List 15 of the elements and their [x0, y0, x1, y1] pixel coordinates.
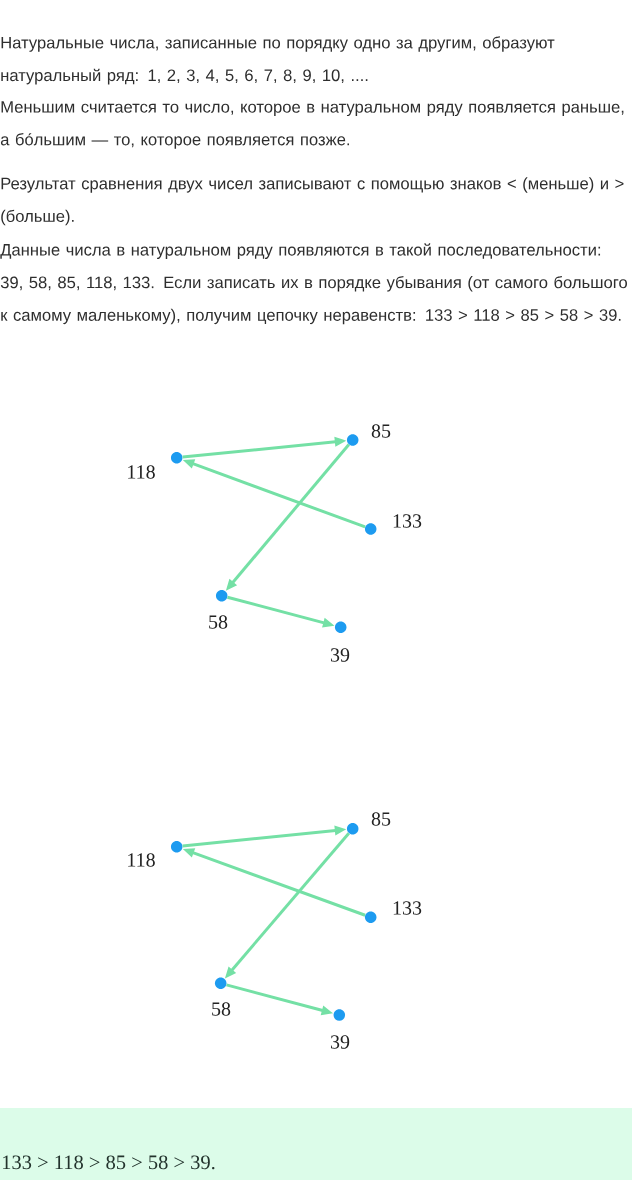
highlight-band: 133 > 118 > 85 > 58 > 39.: [0, 1108, 632, 1180]
number-label: 39: [330, 1035, 350, 1049]
number-label: 58: [209, 615, 228, 629]
number-label: 133: [393, 514, 422, 528]
number-label: 39: [330, 648, 350, 662]
body-text: Результат сравнения двух чисел записывают с помощью знаков < (меньше) и > (больше).: [1, 177, 624, 226]
body-text: Натуральные числа, записанные по порядку одно за другим, образуют натуральный ряд: 1, 2, 3, 4, 5, 6, 7, 8, 9, 10, ....: [1, 36, 555, 85]
number-label: 58: [212, 1002, 231, 1016]
body-text: Данные числа в натуральном ряду появляются в такой последовательности: 39, 58, 85, 118, 133. Если записать их в порядке убывания (от самого большого к самому маленькому), получим цепочку неравенств: 133 > 118 > 85 > 58 > 39.: [0, 243, 627, 325]
body-text: Меньшим считается то число, которое в натуральном ряду появляется раньше, а бо́льшим — то, которое появляется позже.: [0, 101, 624, 149]
number-label: 118: [128, 465, 155, 479]
number-label: 85: [371, 812, 391, 826]
number-label: 118: [128, 853, 155, 867]
number-label: 133: [393, 901, 422, 915]
number-label: 85: [371, 424, 391, 438]
